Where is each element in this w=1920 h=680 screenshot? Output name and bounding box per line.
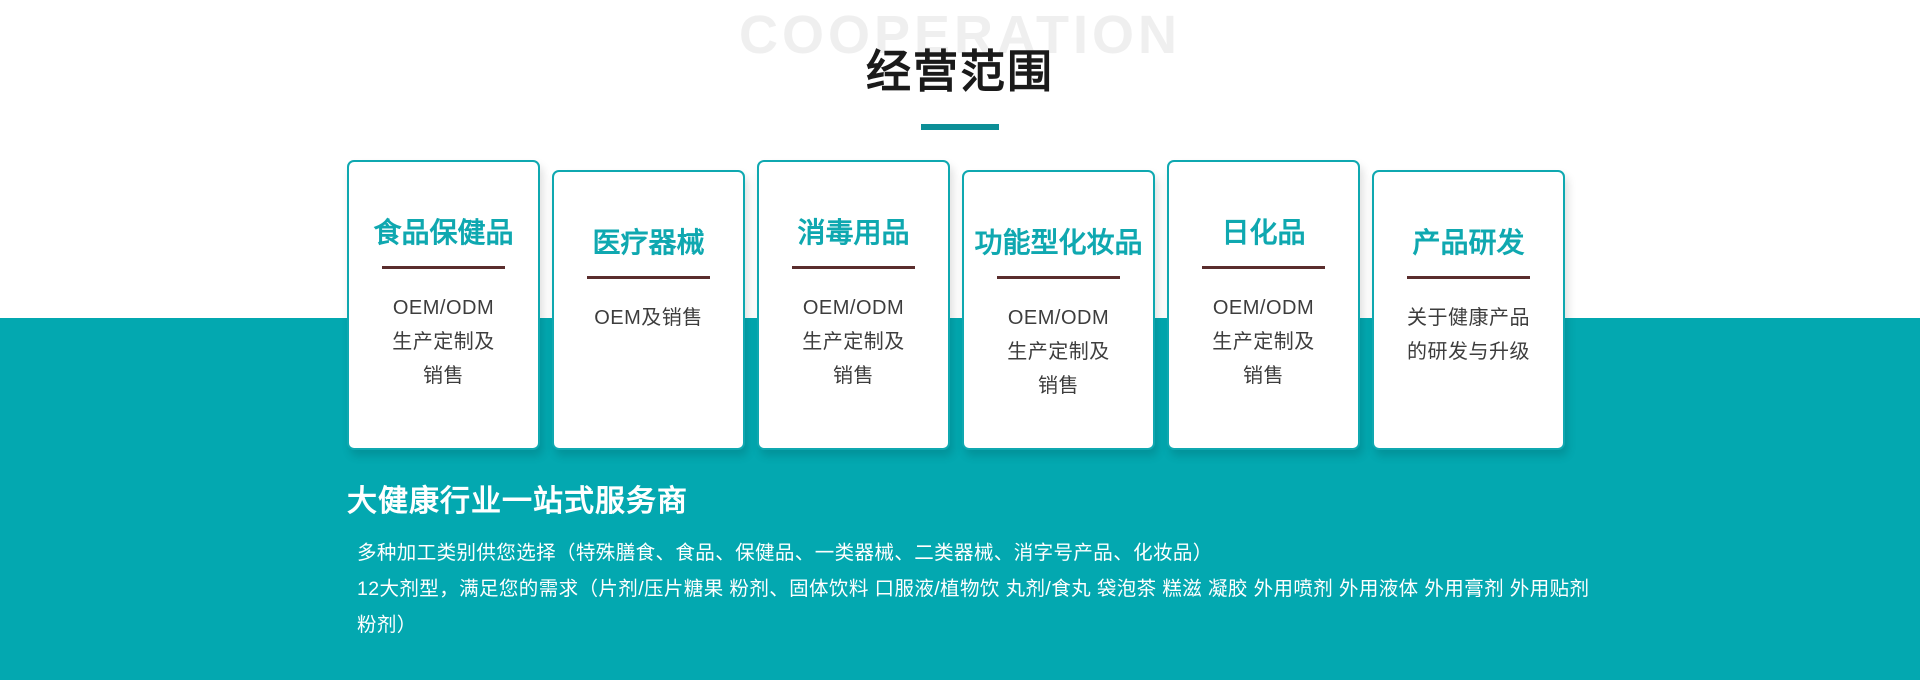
scope-card-functional-cosmetics[interactable]: 功能型化妆品 OEM/ODM 生产定制及 销售 [962, 170, 1155, 450]
card-body: OEM/ODM 生产定制及 销售 [970, 301, 1147, 403]
card-body-line: 关于健康产品 [1407, 306, 1530, 329]
scope-card-food-health[interactable]: 食品保健品 OEM/ODM 生产定制及 销售 [347, 160, 540, 450]
card-title: 日化品 [1221, 217, 1306, 248]
card-body-line: OEM及销售 [594, 306, 703, 329]
card-body: 关于健康产品 的研发与升级 [1380, 301, 1557, 369]
card-body-line: 生产定制及 [802, 330, 905, 353]
card-body-line: OEM/ODM [802, 296, 905, 319]
card-title: 食品保健品 [373, 217, 514, 248]
card-divider-rule [997, 275, 1120, 279]
card-body-line: 生产定制及 [392, 330, 495, 353]
card-divider-rule [792, 265, 915, 269]
card-body: OEM/ODM 生产定制及 销售 [765, 291, 942, 393]
bottom-description-line: 12大剂型，满足您的需求（片剂/压片糖果 粉剂、固体饮料 口服液/植物饮 丸剂/… [357, 578, 1590, 637]
card-body-line: 生产定制及 [1212, 330, 1315, 353]
scope-card-disinfectant[interactable]: 消毒用品 OEM/ODM 生产定制及 销售 [757, 160, 950, 450]
card-body: OEM及销售 [560, 301, 737, 335]
card-title: 医疗器械 [592, 227, 705, 258]
card-body-line: 销售 [1243, 364, 1284, 387]
card-title: 产品研发 [1412, 227, 1525, 258]
section-heading: COOPERATION 经营范围 [0, 0, 1920, 140]
card-body-line: 销售 [423, 364, 464, 387]
card-body-line: OEM/ODM [1212, 296, 1315, 319]
card-body-line: OEM/ODM [1007, 306, 1110, 329]
section-heading-watermark: COOPERATION [738, 5, 1181, 65]
card-body: OEM/ODM 生产定制及 销售 [355, 291, 532, 393]
card-body-line: 销售 [833, 364, 874, 387]
bottom-copy-block: 大健康行业一站式服务商 多种加工类别供您选择（特殊膳食、食品、保健品、一类器械、… [347, 482, 1607, 643]
card-body-line: 的研发与升级 [1407, 340, 1530, 363]
scope-card-medical-device[interactable]: 医疗器械 OEM及销售 [552, 170, 745, 450]
card-body-line: OEM/ODM [392, 296, 495, 319]
card-body-line: 生产定制及 [1007, 340, 1110, 363]
card-divider-rule [587, 275, 710, 279]
card-body-line: 销售 [1038, 374, 1079, 397]
bottom-headline: 大健康行业一站式服务商 [347, 485, 688, 518]
title-underline-rule [921, 124, 999, 130]
card-title: 功能型化妆品 [974, 227, 1143, 258]
bottom-description: 多种加工类别供您选择（特殊膳食、食品、保健品、一类器械、二类器械、消字号产品、化… [347, 535, 1607, 643]
card-divider-rule [382, 265, 505, 269]
scope-card-daily-chemicals[interactable]: 日化品 OEM/ODM 生产定制及 销售 [1167, 160, 1360, 450]
scope-card-list: 食品保健品 OEM/ODM 生产定制及 销售 医疗器械 OEM及销售 消毒用品 … [347, 160, 1577, 460]
page-title: 经营范围 [865, 46, 1054, 97]
card-divider-rule [1407, 275, 1530, 279]
card-divider-rule [1202, 265, 1325, 269]
teal-background-band [0, 318, 1920, 680]
card-title: 消毒用品 [797, 217, 910, 248]
scope-card-product-rnd[interactable]: 产品研发 关于健康产品 的研发与升级 [1372, 170, 1565, 450]
card-body: OEM/ODM 生产定制及 销售 [1175, 291, 1352, 393]
bottom-description-line: 多种加工类别供您选择（特殊膳食、食品、保健品、一类器械、二类器械、消字号产品、化… [357, 542, 1213, 564]
